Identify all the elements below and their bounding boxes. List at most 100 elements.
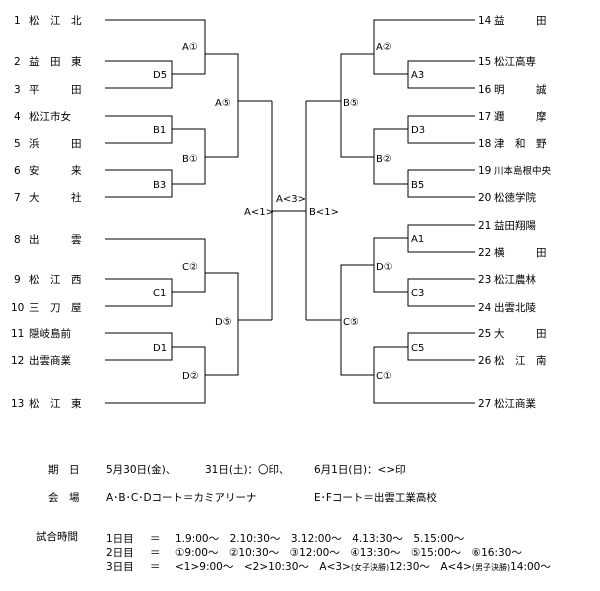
team-22-name: 横 田 — [494, 246, 547, 259]
bracket-line-a5 — [205, 100, 272, 158]
match-c5s: C5 — [411, 343, 424, 354]
right-match-labels: A② A3 B⑤ D3 B② B5 B<1> A1 D① C3 C⑤ C5 C① — [309, 42, 425, 382]
team-25-number: 25 — [478, 328, 491, 340]
day-2-times: ①9:00〜 ②10:30〜 ③12:00〜 ④13:30〜 ⑤15:00〜 ⑥… — [175, 547, 522, 559]
left-match-labels: A① D5 A⑤ B1 B① B3 A<1> C② C1 D⑤ D1 D② — [153, 42, 274, 382]
match-c5: C⑤ — [343, 317, 359, 328]
team-2-name: 益 田 東 — [29, 55, 82, 68]
team-16-number: 16 — [478, 84, 492, 96]
match-b2: B② — [376, 154, 392, 165]
team-7-name: 大 社 — [29, 191, 82, 204]
team-15-number: 15 — [478, 56, 491, 68]
venue-label: 会 場 — [48, 492, 80, 504]
bracket-line-team1 — [105, 19, 206, 54]
venue-1: A･B･C･Dコート＝カミアリーナ — [106, 492, 257, 504]
team-5-name: 浜 田 — [29, 138, 82, 150]
match-b5s: B5 — [411, 180, 424, 191]
team-21-name: 益田翔陽 — [494, 219, 536, 232]
match-d5c: D⑤ — [215, 317, 232, 328]
team-1-name: 松 江 北 — [29, 14, 82, 27]
match-b1: B1 — [153, 125, 166, 136]
bracket-line-d5-out — [172, 54, 206, 75]
team-11-name: 隠岐島前 — [29, 327, 71, 340]
right-team-list: 14 益 田 15 松江高専 16 明 誠 17 邇 摩 18 津 和 野 19… — [478, 14, 552, 410]
day-1-times: 1.9:00〜 2.10:30〜 3.12:00〜 4.13:30〜 5.15:… — [175, 533, 465, 545]
date-2: 31日(土)：〇印、 — [205, 464, 290, 476]
team-12-name: 出雲商業 — [29, 354, 71, 367]
team-5-number: 5 — [14, 138, 21, 150]
team-1-number: 1 — [14, 15, 21, 27]
day-3-label: 3日目 — [106, 561, 134, 573]
bracket-line-team8 — [105, 238, 206, 273]
day-3-times-c: 14:00〜 — [510, 561, 551, 573]
team-6-number: 6 — [14, 165, 21, 177]
match-a-semi: A<1> — [244, 207, 274, 218]
bracket-line-a1-out — [205, 53, 239, 101]
venue-2: E･Fコート＝出雲工業高校 — [314, 492, 437, 504]
match-b1c: B① — [182, 154, 198, 165]
date-label: 期 日 — [48, 464, 80, 476]
team-24-number: 24 — [478, 302, 492, 314]
team-14-name: 益 田 — [494, 14, 547, 27]
team-13-name: 松 江 東 — [29, 397, 82, 410]
team-13-number: 13 — [11, 398, 24, 410]
match-d5: D5 — [153, 70, 167, 81]
bracket-line-b5 — [306, 100, 374, 158]
match-c1: C1 — [153, 288, 166, 299]
team-19-number: 19 — [478, 165, 491, 177]
bracket-line-c1-out — [172, 273, 206, 293]
match-a5: A⑤ — [215, 98, 231, 109]
team-17-name: 邇 摩 — [494, 110, 547, 123]
team-2-number: 2 — [14, 56, 21, 68]
bracket-line-team14 — [373, 19, 475, 54]
team-7-number: 7 — [14, 192, 21, 204]
bracket-line-c5 — [306, 319, 374, 376]
day-1-eq: ＝ — [150, 533, 161, 545]
bracket-line-a3-out — [373, 54, 408, 75]
match-a1s: A1 — [411, 234, 424, 245]
team-26-name: 松 江 南 — [494, 354, 547, 367]
team-10-name: 三 刀 屋 — [29, 302, 82, 314]
team-14-number: 14 — [478, 15, 492, 27]
day-3-times: <1>9:00〜 <2>10:30〜 A<3>(女子決勝)12:30〜 A<4>… — [175, 559, 551, 574]
bracket-line-d1c-out — [340, 264, 374, 320]
team-20-name: 松徳学院 — [494, 191, 536, 204]
match-a1: A① — [182, 42, 198, 53]
match-a2: A② — [376, 42, 392, 53]
day-3-eq: ＝ — [150, 561, 161, 573]
team-21-number: 21 — [478, 220, 491, 232]
match-d2: D② — [182, 371, 199, 382]
date-3: 6月1日(日)：<>印 — [314, 464, 406, 476]
team-27-name: 松江商業 — [494, 397, 536, 410]
team-6-name: 安 来 — [29, 164, 82, 177]
team-15-name: 松江高専 — [494, 55, 536, 68]
team-3-name: 平 田 — [29, 84, 82, 96]
team-4-name: 松江市女 — [29, 110, 71, 123]
day-2-label: 2日目 — [106, 547, 134, 559]
day-3-times-b: 12:30〜 A<4> — [389, 561, 472, 573]
team-9-name: 松 江 西 — [29, 273, 82, 286]
left-team-list: 1 松 江 北 2 益 田 東 3 平 田 4 松江市女 5 浜 田 6 安 来… — [11, 14, 82, 410]
team-26-number: 26 — [478, 355, 492, 367]
team-20-number: 20 — [478, 192, 491, 204]
day-2-eq: ＝ — [150, 547, 161, 559]
day-1-label: 1日目 — [106, 533, 134, 545]
match-a3: A3 — [411, 70, 424, 81]
team-17-number: 17 — [478, 111, 491, 123]
team-12-number: 12 — [11, 355, 24, 367]
team-23-name: 松江農林 — [494, 273, 536, 286]
match-d3: D3 — [411, 125, 425, 136]
left-bracket-lines — [105, 19, 306, 404]
team-9-number: 9 — [14, 274, 21, 286]
team-16-name: 明 誠 — [494, 83, 547, 96]
team-3-number: 3 — [14, 84, 21, 96]
match-b5: B⑤ — [343, 98, 359, 109]
team-11-number: 11 — [11, 328, 24, 340]
time-label: 試合時間 — [36, 531, 78, 543]
team-10-number: 10 — [11, 302, 24, 314]
match-c1c: C① — [376, 371, 392, 382]
team-18-name: 津 和 野 — [494, 138, 547, 150]
tournament-bracket: 1 松 江 北 2 益 田 東 3 平 田 4 松江市女 5 浜 田 6 安 来… — [11, 14, 552, 410]
bracket-line-a2-out — [340, 53, 374, 101]
day-3-note-men: (男子決勝) — [471, 563, 511, 572]
